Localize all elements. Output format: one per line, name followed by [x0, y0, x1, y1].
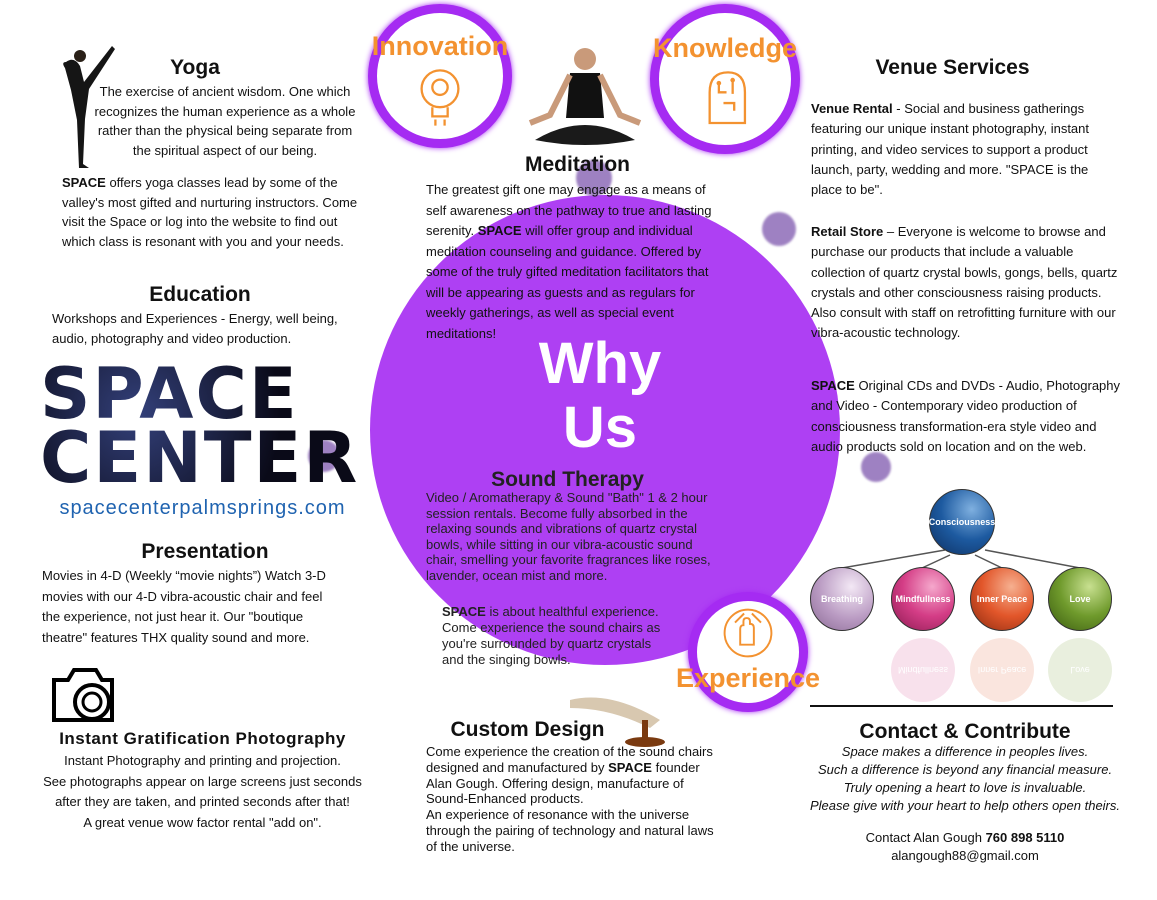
why-us-line1: Why [538, 331, 662, 396]
diagram-reflection: Mindfullness [891, 638, 955, 702]
sound-therapy-title: Sound Therapy [491, 468, 644, 491]
sound-therapy-text: is about healthful experience. Come expe… [442, 604, 661, 667]
hands-together-icon [723, 608, 773, 658]
venue-services-title: Venue Services [875, 56, 1030, 79]
yoga-intro: The exercise of ancient wisdom. One whic… [94, 84, 356, 158]
diagram-node: Love [1048, 567, 1112, 631]
meditation-title: Meditation [525, 153, 630, 176]
retail-store-text: Also consult with staff on retrofitting … [811, 305, 1116, 341]
brand: SPACE [608, 759, 652, 775]
innovation-label: Innovation [371, 31, 509, 61]
custom-design-body: Come experience the creation of the soun… [426, 744, 726, 855]
contact-message: Space makes a difference in peoples live… [800, 743, 1130, 815]
contact-line: Space makes a difference in peoples live… [841, 744, 1089, 759]
photography-line: A great venue wow factor rental "add on"… [83, 814, 322, 830]
diagram-connectors [810, 549, 1113, 707]
diagram-reflection: Inner Peace [970, 638, 1034, 702]
photography-title: Instant Gratification Photography [59, 729, 346, 748]
knowledge-label: Knowledge [652, 33, 798, 63]
diagram-node: Mindfullness [891, 567, 955, 631]
custom-design-title: Custom Design [450, 718, 605, 741]
yoga-body: SPACE offers yoga classes lead by some o… [62, 173, 362, 251]
knowledge-badge: Knowledge [650, 4, 800, 154]
website-link[interactable]: spacecenterpalmsprings.com [59, 497, 346, 519]
brain-circuit-icon [708, 71, 747, 125]
sound-therapy-body2: SPACE is about healthful experience. Com… [442, 604, 670, 668]
meditation-body: The greatest gift one may engage as a me… [426, 180, 724, 344]
custom-design-text: founder Alan Gough. Offering design, man… [426, 759, 700, 807]
decorative-dot [576, 160, 612, 196]
venue-rental-label: Venue Rental [811, 101, 893, 116]
decorative-dot [762, 212, 796, 246]
photography-line: Instant Photography and printing and pro… [64, 753, 341, 768]
contact-line: Such a difference is beyond any financia… [817, 762, 1113, 777]
contact-line: Truly opening a heart to love is invalua… [843, 780, 1087, 795]
brand: SPACE [477, 223, 522, 238]
sound-therapy-body: Video / Aromatherapy & Sound "Bath" 1 & … [426, 490, 711, 583]
cds-dvds: SPACE Original CDs and DVDs - Audio, Pho… [811, 376, 1126, 457]
education-body: Workshops and Experiences - Energy, well… [52, 311, 338, 346]
contact-line: Please give with your heart to help othe… [809, 798, 1120, 813]
brand: SPACE [811, 378, 855, 393]
contact-phone[interactable]: 760 898 5110 [985, 830, 1065, 845]
decorative-dot [308, 440, 340, 472]
yoga-title: Yoga [170, 56, 220, 79]
diagram-node-root: Consciousness [929, 489, 995, 555]
innovation-badge: Innovation [368, 4, 512, 148]
why-us-circle [370, 195, 840, 665]
photography-line: after they are taken, and printed second… [55, 794, 350, 809]
cds-dvds-text: Original CDs and DVDs - Audio, Photograp… [811, 378, 1121, 454]
photography-body: Instant Photography and printing and pro… [30, 751, 375, 833]
logo-line2: CENTER [40, 417, 360, 499]
contact-label: Contact Alan Gough [865, 830, 986, 845]
sound-chair-image [570, 697, 665, 747]
photography-line: See photographs appear on large screens … [43, 773, 362, 789]
diagram-node: Inner Peace [970, 567, 1034, 631]
experience-badge: Experience [676, 592, 820, 712]
diagram-node: Breathing [810, 567, 874, 631]
custom-design-text: An experience of resonance with the univ… [426, 807, 714, 854]
brand: SPACE [442, 604, 486, 619]
meditation-text: will offer group and individual meditati… [426, 223, 709, 341]
lightbulb-gear-icon [420, 69, 460, 126]
retail-store-text: – Everyone is welcome to browse and purc… [811, 224, 1118, 300]
yoga-pose-image [63, 46, 115, 168]
contact-email[interactable]: alangough88@gmail.com [891, 848, 1039, 863]
retail-store-label: Retail Store [811, 224, 884, 239]
custom-design-text: Come experience the creation of the soun… [426, 744, 713, 775]
diagram-reflection: Love [1048, 638, 1112, 702]
venue-rental: Venue Rental - Social and business gathe… [811, 99, 1111, 200]
meditation-text: The greatest gift one may engage as a me… [426, 182, 712, 238]
presentation-title: Presentation [141, 540, 269, 563]
meditation-person-image [528, 48, 642, 145]
contact-title: Contact & Contribute [859, 720, 1071, 743]
education-title: Education [149, 283, 251, 306]
presentation-body: Movies in 4-D (Weekly “movie nights”) Wa… [42, 568, 326, 645]
contact-person: Contact Alan Gough 760 898 5110 [800, 828, 1130, 848]
retail-store: Retail Store – Everyone is welcome to br… [811, 222, 1121, 344]
experience-label: Experience [675, 663, 821, 693]
why-us-line2: Us [562, 395, 638, 460]
yoga-body-text: offers yoga classes lead by some of the … [62, 175, 358, 249]
venue-rental-text: - Social and business gatherings featuri… [811, 101, 1090, 198]
brand: SPACE [62, 175, 106, 190]
camera-icon [52, 668, 114, 722]
decorative-dot [861, 452, 891, 482]
